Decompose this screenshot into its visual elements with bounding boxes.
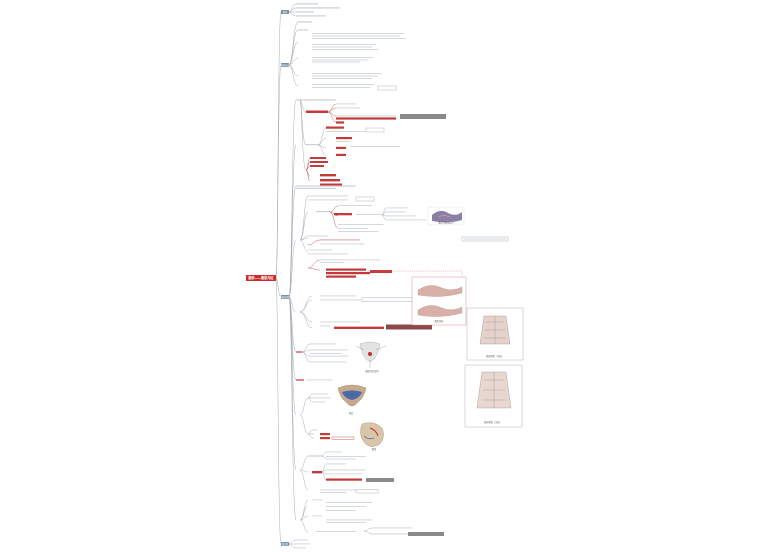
branch-group-4: [288, 539, 310, 549]
root-node[interactable]: 腹部——腹股沟区: [246, 275, 276, 281]
branch-group-1: [288, 3, 340, 17]
figure-7[interactable]: 髋部: [356, 418, 392, 452]
section-label: 体表标志: [281, 63, 291, 67]
branch-group-3c: [296, 343, 350, 363]
section-node-2[interactable]: 体表标志: [281, 63, 291, 67]
branch-group-3: [288, 99, 446, 521]
section-node-1[interactable]: 概述: [281, 10, 289, 14]
figure-caption: 腹前壁肌（浅层）: [486, 354, 504, 358]
figure-caption: 髋部: [372, 447, 377, 451]
figure-3[interactable]: 腹前壁肌（浅层）: [466, 307, 524, 361]
figure-caption: 腹股沟区血管: [365, 369, 379, 373]
branch-group-3d: [296, 379, 332, 381]
branch-group-3e: [299, 393, 355, 440]
figure-1[interactable]: 腹前外侧壁层次: [427, 206, 465, 226]
root-label: 腹部——腹股沟区: [248, 275, 274, 280]
figure-6[interactable]: 骨盆: [334, 382, 368, 416]
figure-caption: 腹前外侧壁层次: [438, 221, 454, 225]
figure-caption: 腹前壁肌（深层）: [484, 420, 502, 424]
section-label: 腹后壁: [282, 542, 289, 546]
figure-5[interactable]: 腹股沟区血管: [348, 336, 396, 374]
root-connectors: [275, 11, 282, 545]
section-node-4[interactable]: 腹后壁: [281, 542, 289, 546]
figure-caption: 骨盆: [349, 411, 354, 415]
figure-caption: 腹股沟管: [435, 319, 445, 323]
figure-4[interactable]: 腹前壁肌（深层）: [464, 364, 523, 428]
branch-group-2: [288, 21, 406, 91]
section-label: 腹前外侧壁: [280, 295, 292, 299]
section-node-3[interactable]: 腹前外侧壁: [280, 295, 292, 299]
section-label: 概述: [283, 10, 288, 14]
figure-2[interactable]: 腹股沟管: [411, 276, 467, 326]
branch-group-3f: [299, 451, 444, 536]
